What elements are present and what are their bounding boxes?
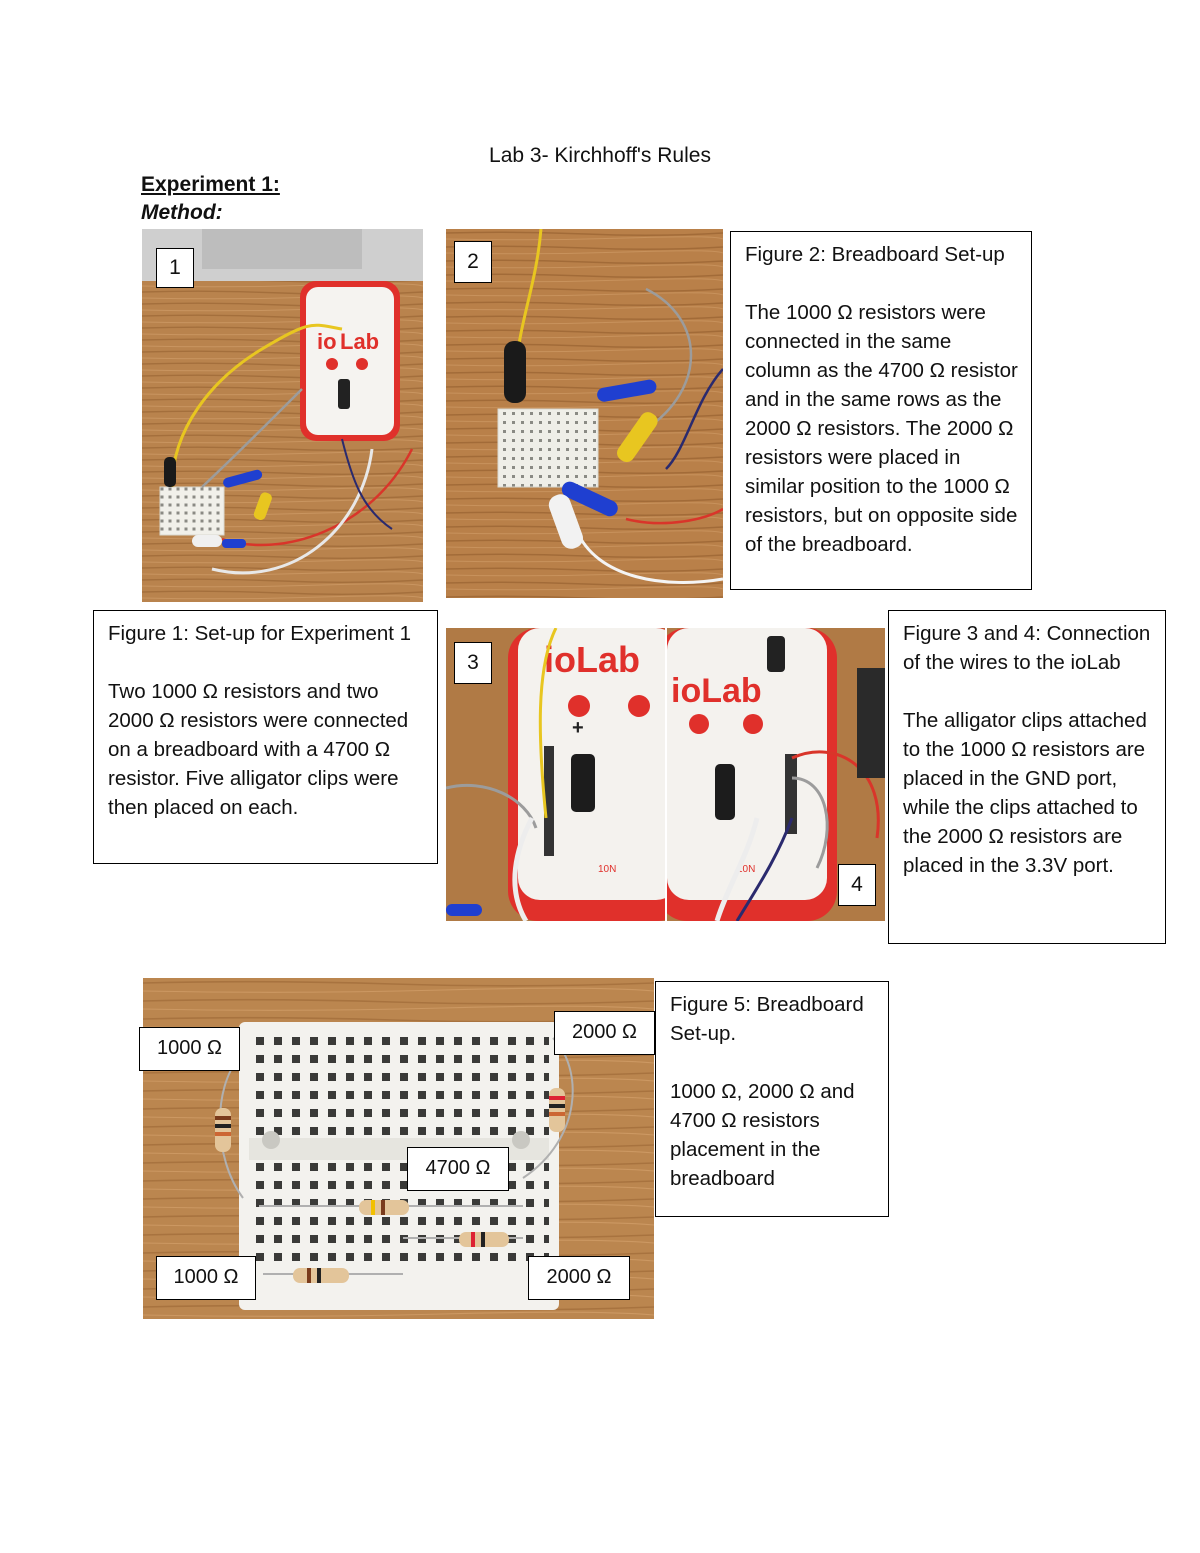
figure-5-caption: Figure 5: Breadboard Set-up. 1000 Ω, 200… (655, 981, 889, 1217)
figure-2-caption-body: The 1000 Ω resistors were connected in t… (745, 301, 1018, 556)
photo-number-1: 1 (156, 248, 194, 288)
photo-3-image: ioLab + 10N (446, 628, 665, 921)
photo-3-force-label: 10N (598, 864, 616, 875)
figure-1-caption: Figure 1: Set-up for Experiment 1 Two 10… (93, 610, 438, 864)
figure-5-caption-body: 1000 Ω, 2000 Ω and 4700 Ω resistors plac… (670, 1080, 855, 1190)
page-title: Lab 3- Kirchhoff's Rules (489, 144, 711, 167)
label-4700-ohm: 4700 Ω (407, 1147, 509, 1191)
figure-3-4-caption: Figure 3 and 4: Connection of the wires … (888, 610, 1166, 944)
experiment-heading: Experiment 1: (141, 173, 280, 196)
photo-1-setup: io Lab (142, 229, 423, 602)
label-1000-ohm-top: 1000 Ω (139, 1027, 240, 1071)
svg-text:io: io (317, 329, 337, 354)
photo-number-2: 2 (454, 241, 492, 283)
figure-1-caption-title: Figure 1: Set-up for Experiment 1 (108, 622, 412, 645)
photo-3-brand: ioLab (544, 639, 640, 680)
photo-1-image: io Lab (142, 229, 423, 602)
photo-2-breadboard (446, 229, 723, 598)
label-2000-ohm-top: 2000 Ω (554, 1011, 655, 1055)
label-1000-ohm-bottom: 1000 Ω (156, 1256, 256, 1300)
method-heading: Method: (141, 201, 223, 224)
photo-number-4: 4 (838, 864, 876, 906)
label-2000-ohm-bottom: 2000 Ω (528, 1256, 630, 1300)
svg-text:+: + (572, 717, 584, 739)
figure-3-4-caption-title: Figure 3 and 4: Connection of the wires … (903, 622, 1151, 674)
figure-5-caption-title: Figure 5: Breadboard Set-up. (670, 993, 864, 1045)
photo-number-3: 3 (454, 642, 492, 684)
photo-4-force-label: 10N (737, 864, 755, 875)
figure-3-4-caption-body: The alligator clips attached to the 1000… (903, 709, 1147, 877)
photo-4-brand: ioLab (671, 672, 762, 710)
figure-1-caption-body: Two 1000 Ω resistors and two 2000 Ω resi… (108, 680, 409, 819)
figure-2-caption: Figure 2: Breadboard Set-up The 1000 Ω r… (730, 231, 1032, 590)
photo-3-iolab-ports: ioLab + 10N (446, 628, 665, 921)
photo-2-image (446, 229, 723, 598)
svg-text:Lab: Lab (340, 329, 379, 354)
figure-2-caption-title: Figure 2: Breadboard Set-up (745, 243, 1005, 266)
